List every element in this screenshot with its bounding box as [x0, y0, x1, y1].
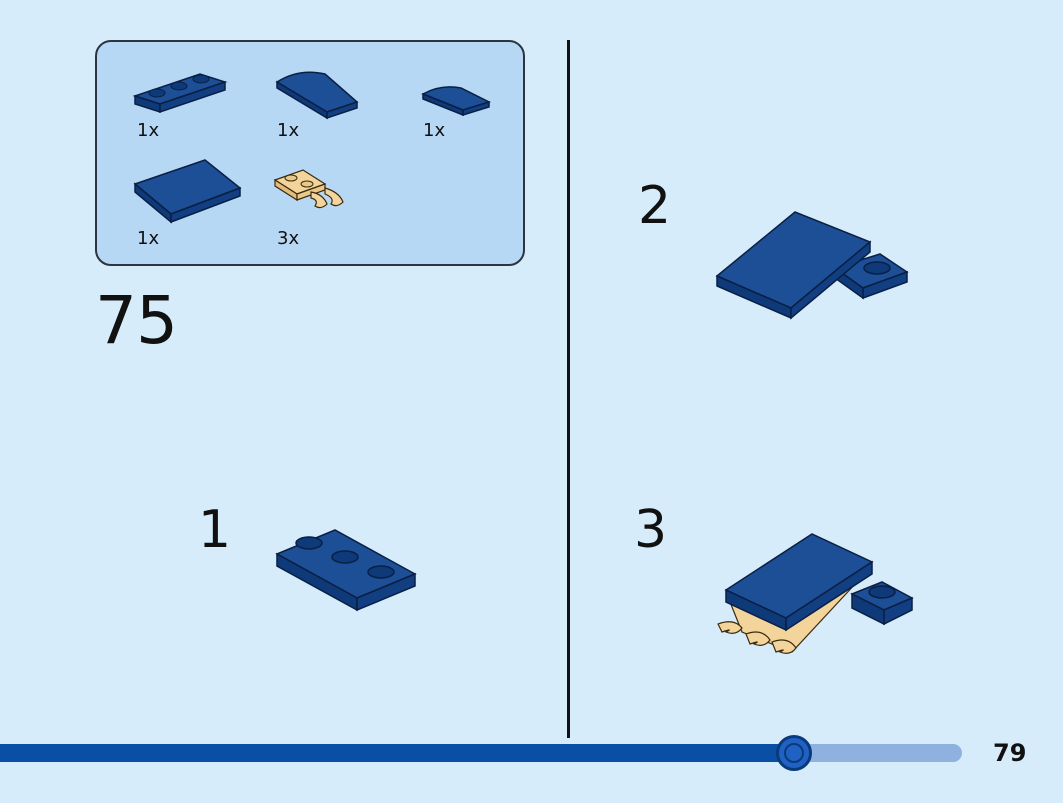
page-number: 79	[993, 739, 1027, 767]
part-qty: 3x	[277, 228, 300, 249]
parts-list-panel: 1x 1x 1x 1x	[95, 40, 525, 266]
part-plate-1x3-icon	[132, 66, 230, 116]
part-qty: 1x	[137, 120, 160, 141]
step-divider	[567, 40, 570, 738]
part-plate-clip-icon	[273, 166, 355, 226]
substep-number-3: 3	[634, 500, 668, 560]
part-tile-2x3-icon	[133, 158, 245, 228]
progress-knob	[776, 735, 812, 771]
part-qty: 1x	[423, 120, 446, 141]
main-step-number: 75	[95, 282, 178, 359]
substep-3-assembly-image	[712, 532, 917, 676]
substep-2-assembly-image	[715, 210, 910, 326]
substep-1-assembly-image	[275, 526, 420, 620]
part-qty: 1x	[137, 228, 160, 249]
progress-fill	[0, 744, 794, 762]
part-curved-slope-1x2-icon	[421, 82, 492, 118]
substep-number-1: 1	[198, 500, 232, 560]
part-qty: 1x	[277, 120, 300, 141]
substep-number-2: 2	[638, 176, 672, 236]
part-curved-slope-2x2-icon	[275, 68, 362, 120]
